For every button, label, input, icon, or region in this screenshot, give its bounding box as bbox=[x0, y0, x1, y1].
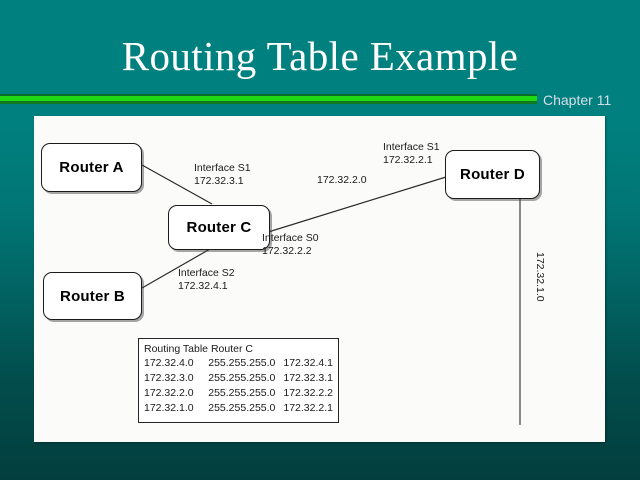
content-panel: Router A Router B Router C Router D Inte… bbox=[34, 116, 605, 442]
cell-next-hop: 172.32.2.1 bbox=[283, 402, 333, 414]
cell-network: 172.32.1.0 bbox=[144, 402, 194, 414]
routing-table-title: Routing Table Router C bbox=[144, 343, 253, 355]
interface-name: Interface S1 bbox=[194, 162, 251, 174]
diagram-connection-lines bbox=[141, 164, 521, 425]
cell-network: 172.32.4.0 bbox=[144, 357, 194, 369]
title-divider-bar bbox=[0, 94, 537, 105]
link-router-a-to-c bbox=[141, 164, 213, 205]
interface-name: Interface S1 bbox=[383, 141, 440, 153]
interface-label-s2-router-c: Interface S2 172.32.4.1 bbox=[178, 267, 235, 292]
interface-address: 172.32.2.2 bbox=[262, 244, 312, 257]
table-row: 172.32.3.0 255.255.255.0 172.32.3.1 bbox=[144, 371, 333, 386]
network-diagram: Router A Router B Router C Router D Inte… bbox=[34, 116, 605, 442]
interface-address: 172.32.4.1 bbox=[178, 279, 228, 292]
table-row: 172.32.4.0 255.255.255.0 172.32.4.1 bbox=[144, 356, 333, 371]
cell-mask: 255.255.255.0 bbox=[208, 402, 276, 414]
interface-label-s0-router-c: Interface S0 172.32.2.2 bbox=[262, 232, 319, 257]
routing-table-grid: 172.32.4.0 255.255.255.0 172.32.4.1 172.… bbox=[144, 356, 333, 416]
cell-network: 172.32.2.0 bbox=[144, 387, 194, 399]
link-router-c-to-d bbox=[264, 176, 447, 234]
page-title: Routing Table Example bbox=[121, 33, 519, 79]
router-node-c[interactable]: Router C bbox=[168, 205, 270, 250]
network-label-172-32-2-0: 172.32.2.0 bbox=[317, 174, 367, 186]
link-router-b-to-c bbox=[141, 248, 211, 289]
cell-mask: 255.255.255.0 bbox=[208, 387, 276, 399]
network-label-172-32-1-0: 172.32.1.0 bbox=[534, 252, 546, 302]
divider-line-dark-top bbox=[0, 94, 537, 96]
divider-line-bright bbox=[0, 96, 537, 101]
interface-name: Interface S2 bbox=[178, 267, 235, 279]
interface-address: 172.32.3.1 bbox=[194, 174, 244, 187]
interface-address: 172.32.2.1 bbox=[383, 153, 433, 166]
chapter-label: Chapter 11 bbox=[543, 92, 612, 108]
interface-label-s1-router-c: Interface S1 172.32.3.1 bbox=[194, 162, 251, 187]
cell-mask: 255.255.255.0 bbox=[208, 372, 276, 384]
router-node-d[interactable]: Router D bbox=[445, 150, 540, 199]
divider-line-dark-bottom bbox=[0, 101, 537, 104]
routing-table: Routing Table Router C 172.32.4.0 255.25… bbox=[138, 338, 339, 423]
interface-label-s1-router-d: Interface S1 172.32.2.1 bbox=[383, 141, 440, 166]
cell-next-hop: 172.32.4.1 bbox=[283, 357, 333, 369]
cell-next-hop: 172.32.2.2 bbox=[283, 387, 333, 399]
interface-name: Interface S0 bbox=[262, 232, 319, 244]
router-node-a[interactable]: Router A bbox=[41, 143, 142, 192]
table-row: 172.32.1.0 255.255.255.0 172.32.2.1 bbox=[144, 401, 333, 416]
router-node-b[interactable]: Router B bbox=[43, 272, 142, 320]
cell-mask: 255.255.255.0 bbox=[208, 357, 276, 369]
cell-network: 172.32.3.0 bbox=[144, 372, 194, 384]
table-row: 172.32.2.0 255.255.255.0 172.32.2.2 bbox=[144, 386, 333, 401]
cell-next-hop: 172.32.3.1 bbox=[283, 372, 333, 384]
